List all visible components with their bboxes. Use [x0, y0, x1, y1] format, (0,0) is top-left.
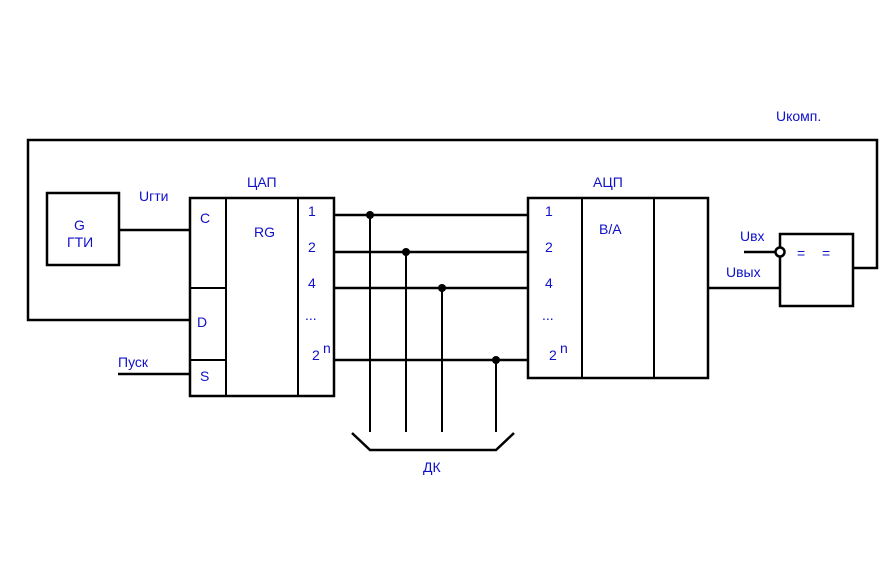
dac-out-1: 1 [308, 203, 316, 219]
adc-in-2n-sup: n [560, 340, 568, 356]
adc-in-dots: ... [542, 307, 554, 323]
dac-c-label: C [200, 210, 210, 226]
u-vyx-label: Uвых [726, 264, 761, 280]
u-gti-label: Uгти [139, 188, 168, 204]
comparator-block [778, 232, 855, 308]
comparator-eq-2: = [822, 245, 830, 261]
comparator-inverting-input [774, 246, 786, 258]
gti-label-g: G [74, 217, 85, 233]
gti-label-gti: ГТИ [67, 234, 93, 250]
u-komp-label: Uкомп. [776, 108, 821, 124]
adc-title: АЦП [593, 174, 623, 190]
dac-out-dots: ... [305, 307, 317, 323]
feedback-wire [26, 138, 879, 322]
adc-in-4: 4 [545, 275, 553, 291]
dac-out-4: 4 [308, 275, 316, 291]
adc-ba-label: В/А [599, 221, 622, 237]
adc-in-2: 2 [545, 239, 553, 255]
junction-1 [366, 211, 374, 219]
dac-d-label: D [197, 314, 207, 330]
junction-4 [438, 284, 446, 292]
dac-rg-label: RG [254, 224, 275, 240]
dac-s-label: S [200, 368, 209, 384]
dac-block [188, 196, 336, 398]
start-label: Пуск [118, 354, 149, 370]
dk-label: ДК [423, 459, 441, 475]
dac-title: ЦАП [247, 174, 277, 190]
junction-2 [402, 248, 410, 256]
dac-out-2: 2 [308, 239, 316, 255]
u-vx-label: Uвх [740, 228, 765, 244]
dac-out-2n: 2 [312, 347, 320, 363]
comparator-eq-1: = [797, 245, 805, 261]
junction-2n [492, 356, 500, 364]
dac-out-2n-sup: n [323, 340, 331, 356]
adc-in-1: 1 [545, 203, 553, 219]
dk-bracket [351, 432, 515, 452]
adc-in-2n: 2 [549, 347, 557, 363]
